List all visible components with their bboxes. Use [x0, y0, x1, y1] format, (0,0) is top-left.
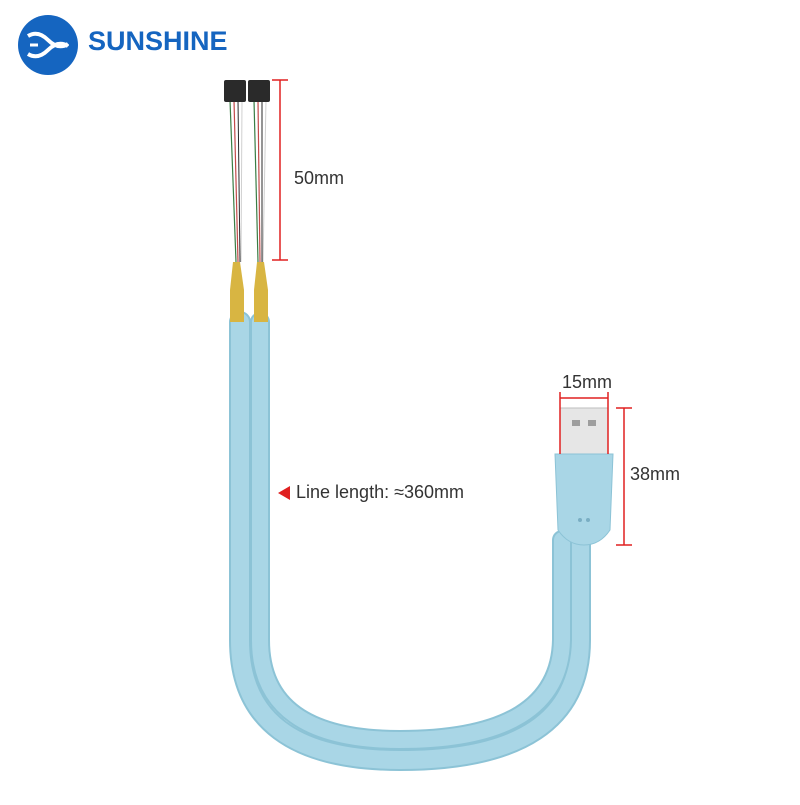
dimension-50mm — [272, 79, 288, 261]
sunshine-logo-icon — [18, 15, 78, 75]
dimension-15mm — [559, 392, 609, 454]
cable-body — [229, 311, 591, 772]
clip-length-label: 50mm — [294, 168, 345, 188]
line-length-annotation: Line length: ≈360mm — [278, 482, 464, 503]
chip-right — [248, 80, 270, 102]
ferrule-right — [254, 262, 268, 322]
ferrule-left — [230, 262, 244, 322]
line-length-label: Line length: ≈360mm — [296, 482, 464, 502]
brand-name: SUNSHINE — [88, 26, 228, 56]
dimension-38mm — [616, 407, 632, 546]
usb-width-label: 15mm — [562, 372, 613, 392]
usb-height-label: 38mm — [630, 464, 681, 484]
red-arrow-icon — [278, 485, 290, 500]
thin-wires — [229, 99, 267, 263]
usb-connector — [554, 407, 614, 546]
chip-left — [224, 80, 246, 102]
